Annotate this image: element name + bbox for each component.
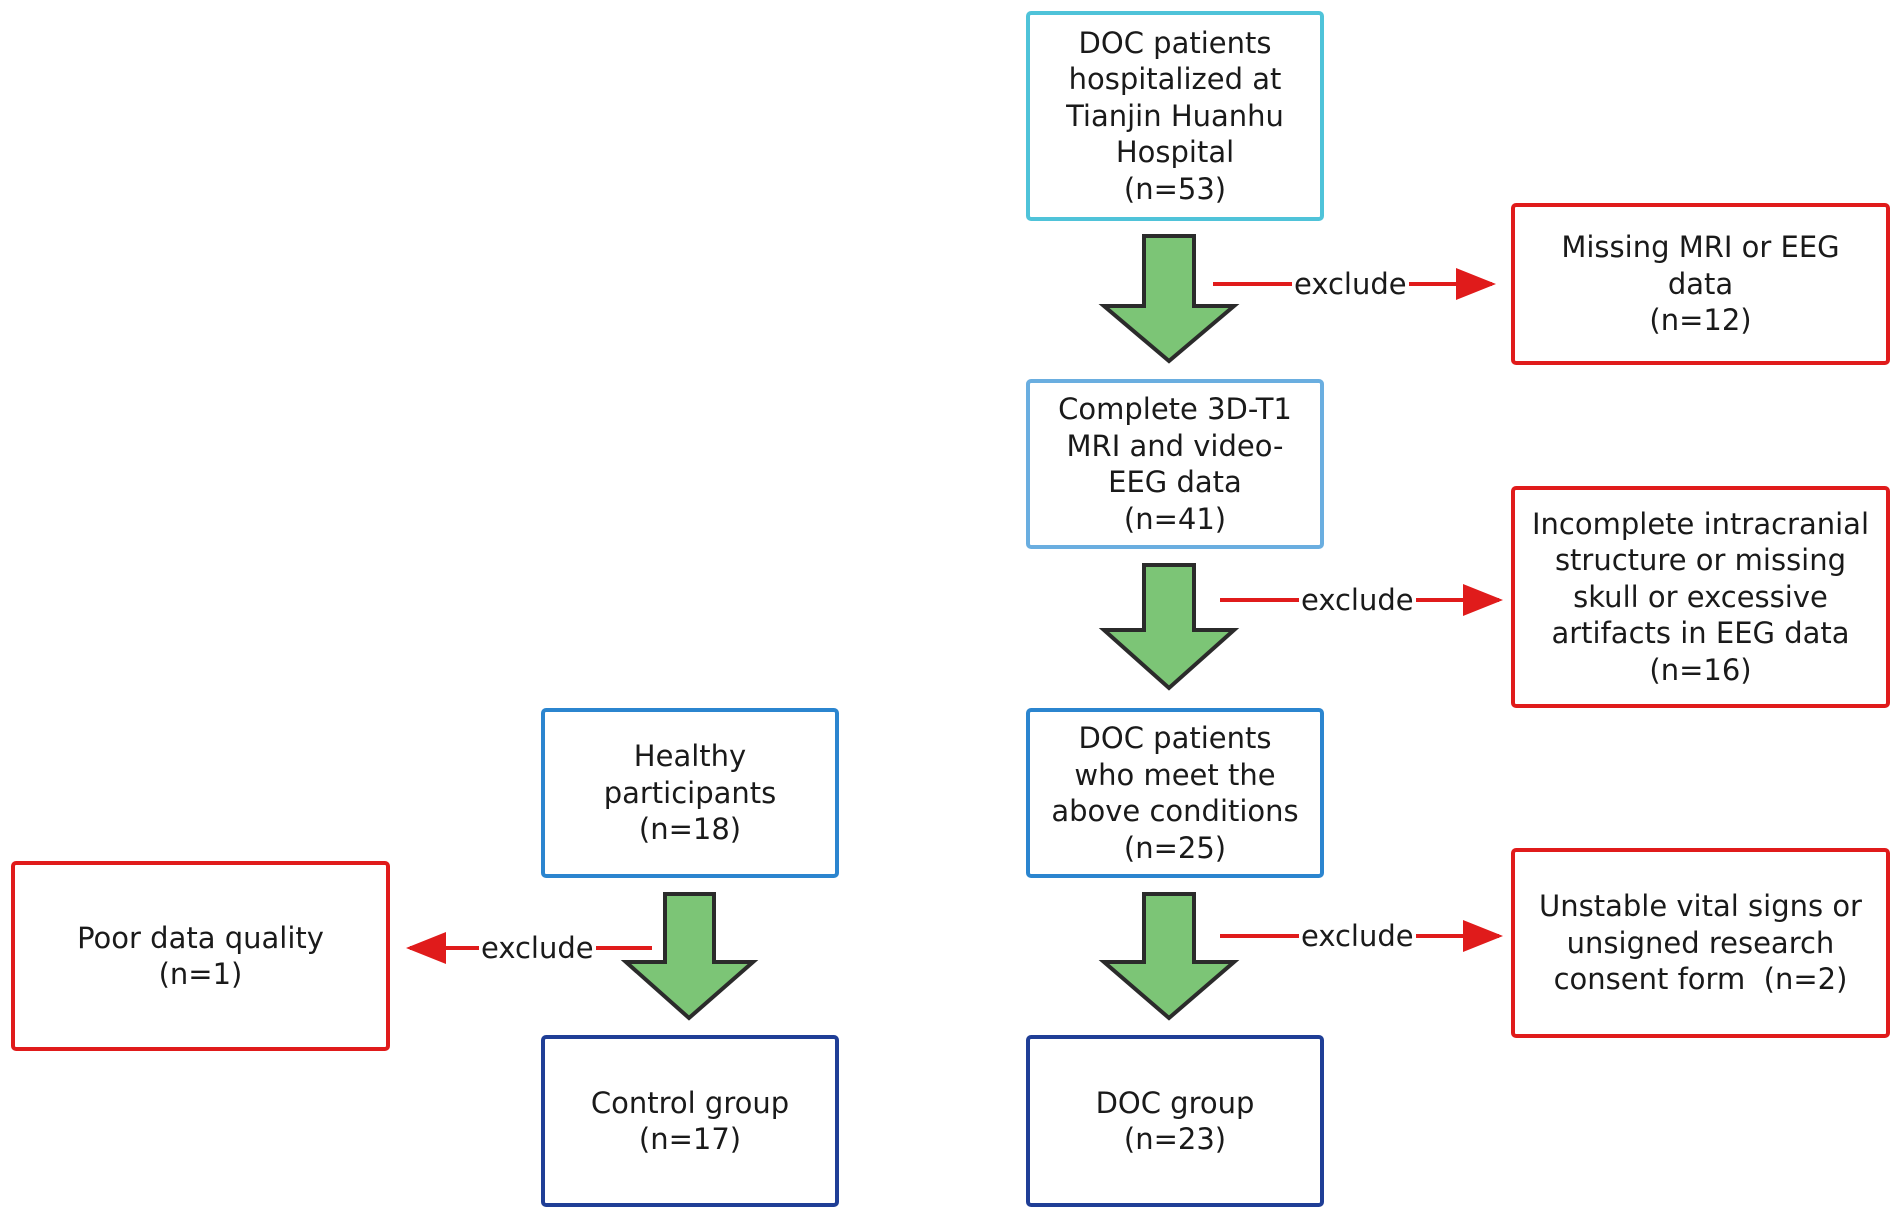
box-line: DOC patients	[1078, 25, 1272, 60]
box-line: Poor data quality	[77, 920, 324, 955]
box-line: EEG data	[1108, 465, 1242, 499]
box-healthy-participants: Healthy participants (n=18)	[541, 708, 839, 878]
box-line: skull or excessive	[1573, 579, 1828, 614]
box-line: (n=16)	[1649, 652, 1752, 687]
box-line: MRI and video-	[1066, 428, 1284, 463]
box-line: Tianjin Huanhu	[1066, 98, 1284, 133]
box-line: consent form (n=2)	[1553, 962, 1848, 997]
box-line: data	[1667, 266, 1734, 301]
box-exclude-missing-data: Missing MRI or EEG data (n=12)	[1511, 203, 1890, 365]
box-line: Missing MRI or EEG	[1561, 230, 1840, 265]
exclude-label: exclude	[1299, 583, 1416, 617]
flow-arrow-icon	[1098, 234, 1240, 364]
exclude-label: exclude	[479, 931, 596, 965]
box-exclude-incomplete-structure: Incomplete intracranial structure or mis…	[1511, 486, 1890, 708]
box-line: hospitalized at	[1068, 62, 1282, 97]
exclude-label: exclude	[1292, 267, 1409, 301]
box-line: participants	[603, 775, 777, 810]
box-line: DOC group	[1095, 1085, 1255, 1120]
box-line: (n=12)	[1649, 303, 1752, 338]
box-line: Unstable vital signs or	[1539, 889, 1862, 924]
flow-arrow-icon	[1098, 563, 1240, 691]
box-line: (n=23)	[1123, 1122, 1227, 1156]
box-line: (n=1)	[158, 957, 243, 991]
flow-arrow-icon	[1098, 892, 1240, 1021]
box-line: (n=18)	[638, 812, 742, 847]
box-control-group: Control group (n=17)	[541, 1035, 839, 1207]
box-line: Control group	[590, 1085, 790, 1120]
box-line: Incomplete intracranial	[1531, 506, 1869, 541]
box-line: DOC patients	[1078, 721, 1272, 755]
exclude-label: exclude	[1299, 919, 1416, 953]
box-line: who meet the	[1074, 757, 1276, 792]
box-complete-data: Complete 3D-T1 MRI and video- EEG data (…	[1026, 379, 1324, 549]
box-line: Complete 3D-T1	[1058, 392, 1292, 426]
box-doc-group: DOC group (n=23)	[1026, 1035, 1324, 1207]
box-line: artifacts in EEG data	[1551, 616, 1850, 651]
box-line: Hospital	[1115, 135, 1235, 170]
box-line: unsigned research	[1566, 925, 1835, 960]
box-line: (n=25)	[1123, 830, 1227, 865]
box-exclude-poor-quality: Poor data quality (n=1)	[11, 861, 390, 1051]
box-line: (n=17)	[638, 1122, 742, 1156]
box-exclude-unstable-vitals: Unstable vital signs or unsigned researc…	[1511, 848, 1890, 1038]
box-line: (n=53)	[1123, 171, 1227, 206]
box-line: Healthy	[633, 739, 747, 774]
box-line: structure or missing	[1554, 543, 1847, 578]
box-doc-hospitalized: DOC patients hospitalized at Tianjin Hua…	[1026, 11, 1324, 221]
box-line: (n=41)	[1123, 501, 1227, 536]
box-line: above conditions	[1051, 794, 1299, 828]
box-doc-meet-conditions: DOC patients who meet the above conditio…	[1026, 708, 1324, 878]
flow-arrow-icon	[620, 892, 759, 1021]
